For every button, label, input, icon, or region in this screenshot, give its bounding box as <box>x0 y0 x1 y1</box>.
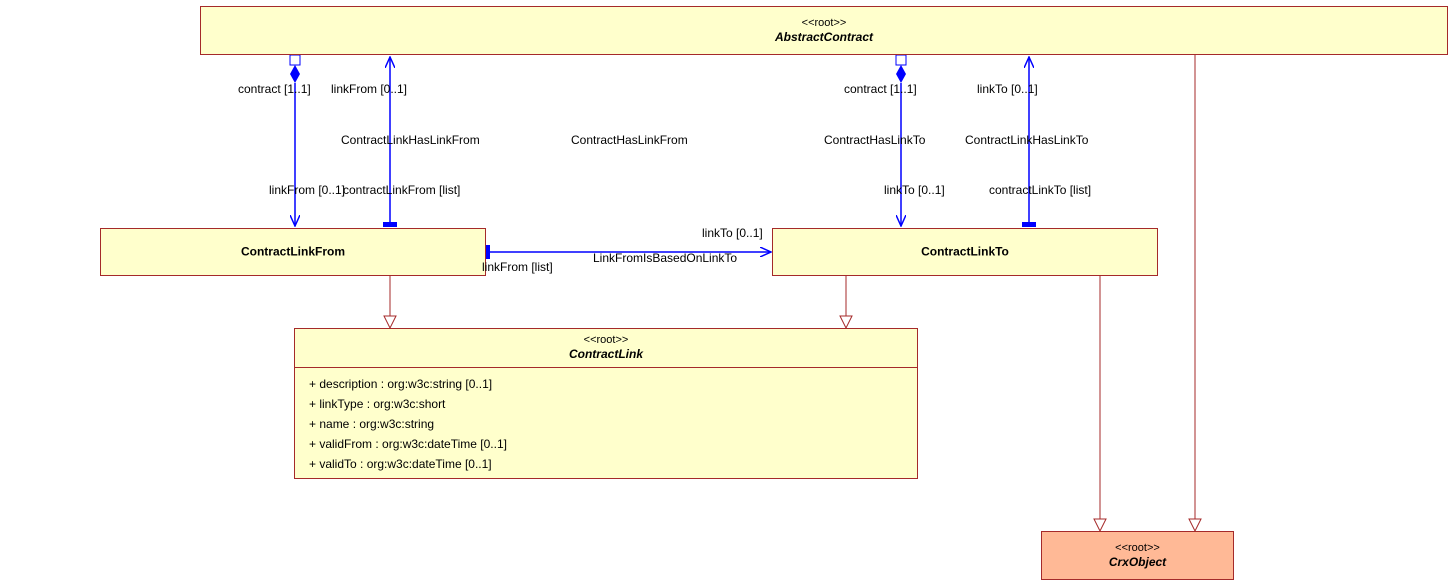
assoc-name-contract-link-has-link-to: ContractLinkHasLinkTo <box>965 133 1089 147</box>
assoc-link-from-is-based-on-link-to[interactable] <box>485 245 771 259</box>
attribute-link-type: + linkType : org:w3c:short <box>309 397 446 411</box>
class-contract-link[interactable]: <<root>> ContractLink + description : or… <box>294 328 918 479</box>
assoc-name-contract-has-link-from: ContractHasLinkFrom <box>571 133 688 147</box>
stereotype-label: <<root>> <box>1115 542 1160 554</box>
class-contract-link-to[interactable]: ContractLinkTo <box>772 228 1158 276</box>
assoc-name-link-from-is-based-on-link-to: LinkFromIsBasedOnLinkTo <box>593 251 738 265</box>
attribute-valid-from: + validFrom : org:w3c:dateTime [0..1] <box>309 437 507 451</box>
assoc-name-contract-link-has-link-from: ContractLinkHasLinkFrom <box>341 133 480 147</box>
role-label-linkfrom-list: linkFrom [list] <box>482 260 553 274</box>
assoc-contract-link-has-link-to[interactable] <box>1022 57 1036 227</box>
role-label-contract-link-from-list: contractLinkFrom [list] <box>343 183 461 197</box>
class-name: ContractLink <box>568 347 643 361</box>
class-name: ContractLinkTo <box>921 244 1009 259</box>
class-name: ContractLinkFrom <box>240 244 345 259</box>
role-label-linkto-mid: linkTo [0..1] <box>702 226 763 240</box>
role-label-linkfrom-top: linkFrom [0..1] <box>331 82 408 96</box>
role-label-linkfrom-bottom: linkFrom [0..1] <box>269 183 346 197</box>
role-label-linkto-top: linkTo [0..1] <box>977 82 1038 96</box>
class-crx-object[interactable]: <<root>> CrxObject <box>1041 531 1234 580</box>
attribute-description: + description : org:w3c:string [0..1] <box>309 377 493 391</box>
class-name: CrxObject <box>1108 555 1167 569</box>
role-label-contract-link-to-list: contractLinkTo [list] <box>989 183 1092 197</box>
stereotype-label: <<root>> <box>583 334 629 346</box>
assoc-contract-link-has-link-from[interactable] <box>383 57 397 227</box>
assoc-contract-has-link-to[interactable] <box>895 54 907 226</box>
stereotype-label: <<root>> <box>801 17 847 29</box>
class-contract-link-from[interactable]: ContractLinkFrom <box>100 228 486 276</box>
assoc-name-contract-has-link-to: ContractHasLinkTo <box>824 133 926 147</box>
class-abstract-contract[interactable]: <<root>> AbstractContract <box>200 6 1448 55</box>
attribute-valid-to: + validTo : org:w3c:dateTime [0..1] <box>309 457 492 471</box>
role-label-contract-right: contract [1..1] <box>844 82 917 96</box>
attribute-name: + name : org:w3c:string <box>309 417 435 431</box>
assoc-contract-has-link-from[interactable] <box>289 54 301 226</box>
role-label-contract-left: contract [1..1] <box>238 82 311 96</box>
role-label-linkto-bottom: linkTo [0..1] <box>884 183 945 197</box>
attribute-list: + description : org:w3c:string [0..1] + … <box>295 367 917 474</box>
class-name: AbstractContract <box>774 30 873 44</box>
